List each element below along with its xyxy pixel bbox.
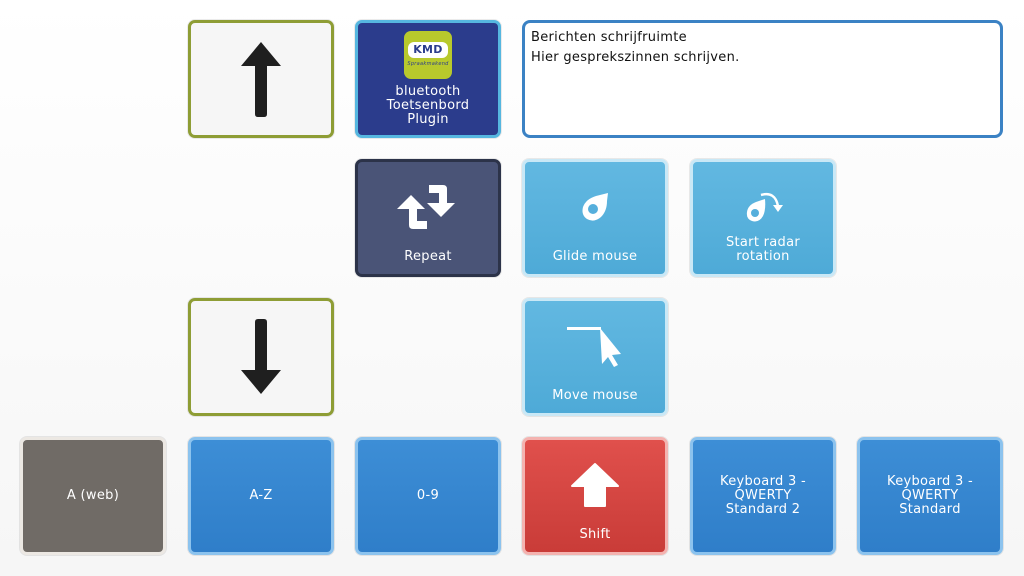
move-mouse-icon (565, 324, 625, 368)
glide-mouse-button[interactable]: Glide mouse (522, 159, 668, 277)
numbers-label: 0-9 (416, 488, 440, 503)
keyboard-qwerty-standard-label: Keyboard 3 - QWERTY Standard (887, 474, 973, 517)
a-web-keyboard-button[interactable]: A (web) (20, 437, 166, 555)
keyboard-qwerty-standard-2-button[interactable]: Keyboard 3 - QWERTY Standard 2 (690, 437, 836, 555)
plugin-label: bluetooth Toetsenbord Plugin (386, 84, 470, 127)
arrow-up-icon (239, 40, 283, 118)
start-radar-rotation-button[interactable]: Start radar rotation (690, 159, 836, 277)
move-mouse-button[interactable]: Move mouse (522, 298, 668, 416)
glide-mouse-label: Glide mouse (552, 249, 638, 264)
numbers-keyboard-button[interactable]: 0-9 (355, 437, 501, 555)
keyboard-qwerty-standard-2-label: Keyboard 3 - QWERTY Standard 2 (720, 474, 806, 517)
radar-rotation-label: Start radar rotation (725, 235, 801, 264)
a-z-keyboard-button[interactable]: A-Z (188, 437, 334, 555)
message-title: Berichten schrijfruimte (531, 30, 687, 45)
shift-arrow-icon (570, 462, 620, 508)
kmd-logo-subtext: Spraakmakend (407, 61, 449, 67)
keyboard-qwerty-standard-button[interactable]: Keyboard 3 - QWERTY Standard (857, 437, 1003, 555)
repeat-icon (393, 181, 463, 233)
move-mouse-label: Move mouse (552, 388, 638, 403)
glide-mouse-icon (578, 190, 612, 224)
a-web-label: A (web) (66, 488, 120, 503)
shift-button[interactable]: Shift (522, 437, 668, 555)
arrow-up-button[interactable] (188, 20, 334, 138)
kmd-logo-text: KMD (408, 42, 448, 58)
kmd-logo: KMD Spraakmakend (404, 31, 452, 79)
arrow-down-icon (239, 318, 283, 396)
repeat-label: Repeat (404, 249, 452, 264)
radar-rotation-icon (741, 189, 785, 225)
message-writing-area[interactable]: Berichten schrijfruimte Hier gesprekszin… (522, 20, 1003, 138)
repeat-button[interactable]: Repeat (355, 159, 501, 277)
a-z-label: A-Z (249, 488, 273, 503)
bluetooth-keyboard-plugin-button[interactable]: KMD Spraakmakend bluetooth Toetsenbord P… (355, 20, 501, 138)
shift-label: Shift (579, 527, 611, 542)
message-placeholder: Hier gesprekszinnen schrijven. (531, 50, 740, 65)
arrow-down-button[interactable] (188, 298, 334, 416)
